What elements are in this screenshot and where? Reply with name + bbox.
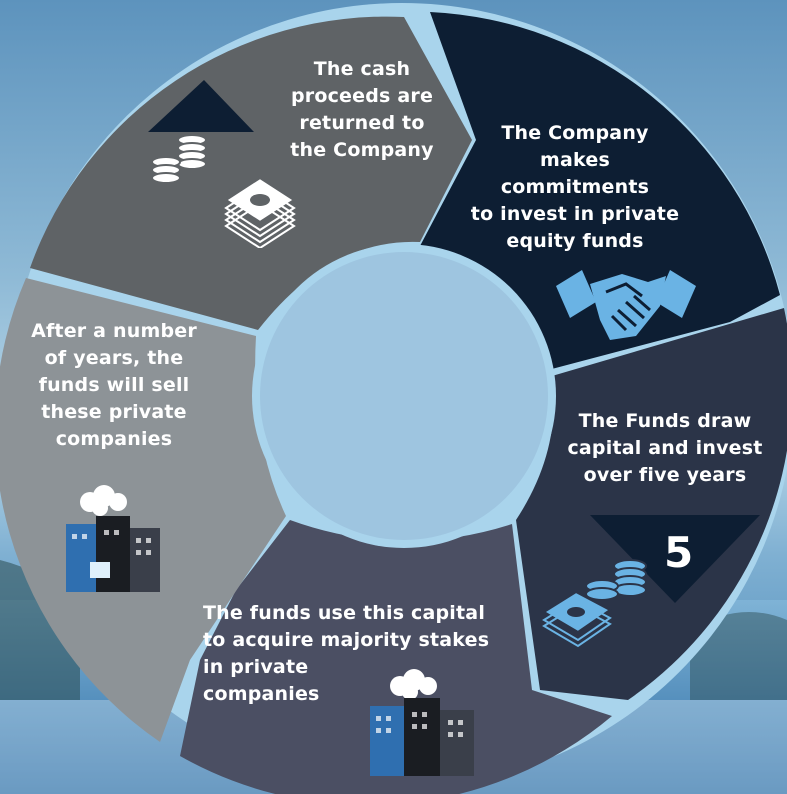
text-line: of years, the bbox=[44, 347, 184, 369]
cash-stack-icon bbox=[224, 176, 296, 248]
step-draw-capital-text: The Funds draw capital and invest over f… bbox=[560, 408, 770, 489]
text-line: capital and invest bbox=[567, 437, 763, 459]
segment-commitments bbox=[420, 12, 780, 370]
segment-sell-companies bbox=[0, 278, 286, 742]
text-line: these private bbox=[41, 401, 187, 423]
text-line: The Funds draw bbox=[578, 410, 752, 432]
step-commitments-text: The Company makes commitments to invest … bbox=[470, 120, 680, 255]
coins-icon bbox=[148, 80, 254, 184]
text-line: The cash bbox=[313, 58, 411, 80]
text-line: funds will sell bbox=[38, 374, 190, 396]
text-line: to acquire majority stakes bbox=[203, 629, 490, 651]
handshake-icon bbox=[556, 270, 696, 340]
text-line: returned to bbox=[299, 112, 425, 134]
down-triangle-icon bbox=[590, 515, 760, 603]
text-line: proceeds are bbox=[290, 85, 434, 107]
text-line: in private bbox=[203, 656, 309, 678]
text-line: to invest in private bbox=[470, 203, 680, 225]
step-cash-returned-text: The cash proceeds are returned to the Co… bbox=[282, 56, 442, 164]
five-years-badge: 5 bbox=[664, 528, 694, 577]
segment-acquire-stakes bbox=[180, 520, 612, 794]
step-sell-companies-text: After a number of years, the funds will … bbox=[26, 318, 202, 453]
factory-icon bbox=[66, 485, 160, 592]
text-line: the Company bbox=[290, 139, 434, 161]
text-line: companies bbox=[55, 428, 173, 450]
segment-cash-returned bbox=[30, 16, 472, 330]
step-acquire-stakes-text: The funds use this capital to acquire ma… bbox=[203, 600, 503, 708]
text-line: The funds use this capital bbox=[203, 602, 486, 624]
text-line: equity funds bbox=[506, 230, 644, 252]
coins-and-cash-icon bbox=[542, 559, 647, 648]
text-line: companies bbox=[203, 683, 320, 705]
text-line: over five years bbox=[583, 464, 747, 486]
text-line: After a number bbox=[31, 320, 197, 342]
text-line: The Company bbox=[501, 122, 649, 144]
factory-icon bbox=[370, 669, 474, 776]
text-line: makes commitments bbox=[500, 149, 650, 198]
center-hole bbox=[260, 252, 548, 540]
